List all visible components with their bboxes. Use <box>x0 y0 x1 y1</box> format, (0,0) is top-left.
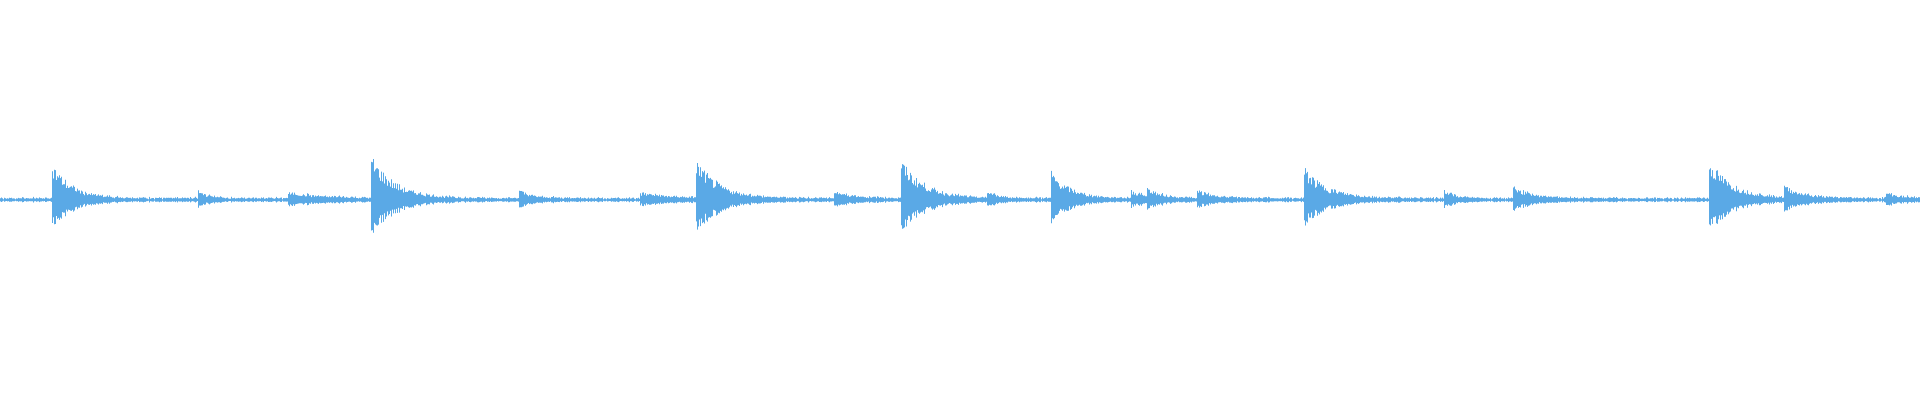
waveform-signal <box>0 159 1920 233</box>
